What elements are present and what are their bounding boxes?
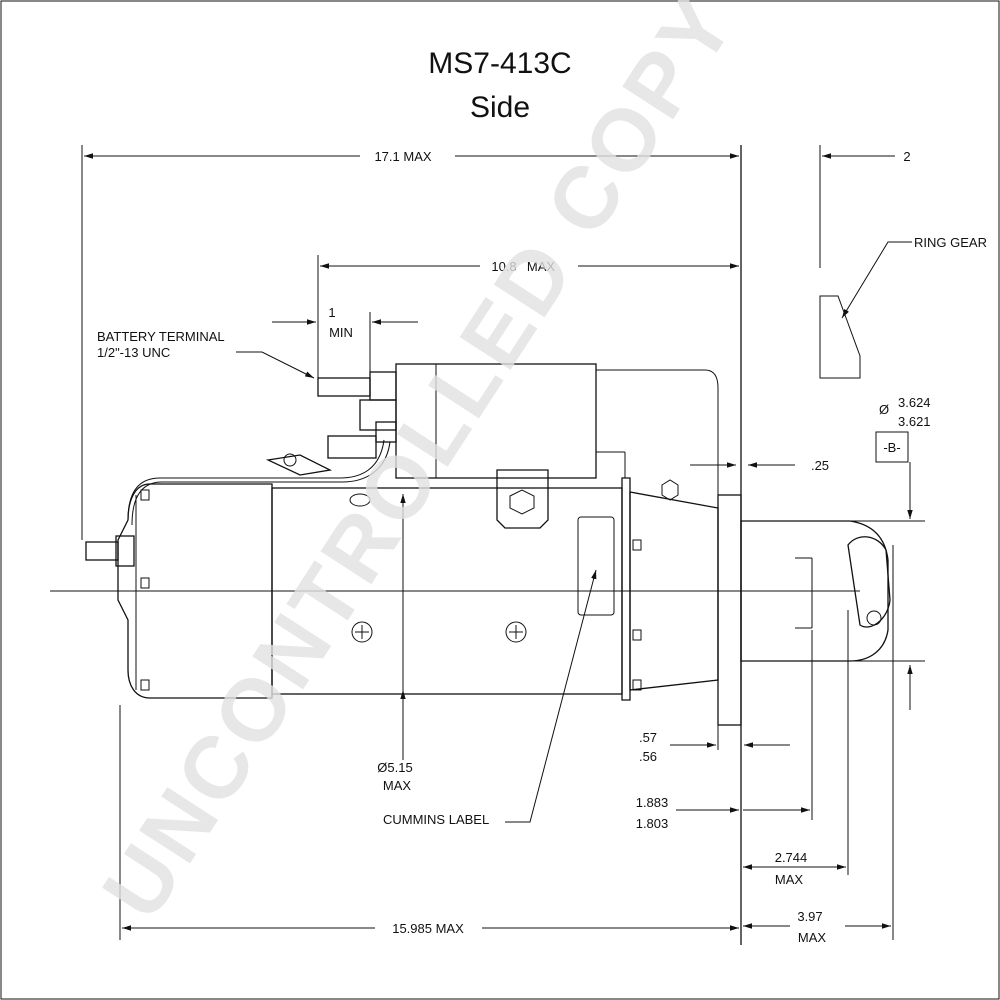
strap-bolt-head: [509, 489, 535, 515]
dim-flange-min: .56: [639, 749, 657, 764]
dim-solenoid-max: MAX: [527, 259, 556, 274]
housing-nut: [661, 479, 679, 501]
shift-lever-cover: [596, 369, 719, 508]
housing-joint: [621, 477, 631, 701]
dim-min-value: 1: [328, 305, 335, 320]
cummins-label-text: CUMMINS LABEL: [383, 812, 489, 827]
dim-pinion-pos-min: 1.803: [636, 816, 669, 831]
dim-pinion-length-max: MAX: [798, 930, 827, 945]
endcap-screw-3: [140, 679, 150, 691]
pilot-dia-max: 3.624: [898, 395, 931, 410]
field-wire-2: [131, 441, 391, 526]
dim-body-length: 15.985 MAX: [392, 921, 464, 936]
ring-gear-section: [819, 295, 861, 379]
ring-gear-leader: [841, 241, 912, 319]
solenoid-lower-terminal: [359, 399, 397, 431]
solenoid-s-terminal: [327, 435, 377, 459]
wire-bracket-bolt: [283, 453, 297, 467]
dim-solenoid-value: 10.8: [491, 259, 516, 274]
dim-body-dia-max: MAX: [383, 778, 412, 793]
pinion-gear: [847, 536, 891, 628]
battery-terminal-thread: 1/2"-13 UNC: [97, 345, 170, 360]
dim-nose-length: 2.744: [775, 850, 808, 865]
cummins-label-leader: [505, 569, 597, 823]
dim-body-dia: Ø5.15: [377, 760, 412, 775]
mounting-flange: [717, 494, 742, 726]
housing-bolt-3: [632, 679, 642, 691]
dim-flange-max: .57: [639, 730, 657, 745]
frame-screw-left: [351, 621, 373, 643]
dim-flange-offset: .25: [811, 458, 829, 473]
housing-bolt-2: [632, 629, 642, 641]
battery-terminal-label: BATTERY TERMINAL: [97, 329, 225, 344]
endcap-screw-1: [140, 489, 150, 501]
housing-bolt-1: [632, 539, 642, 551]
end-cap: [117, 483, 273, 699]
solenoid-strap: [496, 469, 549, 529]
pilot-dia-symbol: Ø: [879, 402, 889, 417]
drawing-title: MS7-413C: [428, 47, 571, 80]
pilot-dia-min: 3.621: [898, 414, 931, 429]
dim-ring-gear-gap: 2: [903, 149, 910, 164]
dim-overall-length: 17.1 MAX: [374, 149, 431, 164]
frame-screw-top: [349, 493, 371, 507]
frame-screw-right: [505, 621, 527, 643]
dim-pinion-length: 3.97: [797, 909, 822, 924]
end-terminal-nut: [115, 535, 135, 567]
pinion-bolt: [866, 610, 882, 626]
pilot-nose: [740, 520, 889, 662]
dim-nose-max: MAX: [775, 872, 804, 887]
drawing-subtitle: Side: [470, 91, 530, 124]
ring-gear-label: RING GEAR: [914, 235, 987, 250]
battery-terminal-leader: [236, 351, 315, 379]
cummins-label-area: [577, 516, 615, 616]
datum-b-frame: [875, 431, 909, 463]
wire-bracket: [265, 454, 333, 476]
solenoid-small-nut: [375, 421, 397, 443]
datum-b-label: -B-: [883, 440, 900, 455]
field-wire: [127, 439, 385, 521]
starter-motor-outline: [85, 363, 891, 726]
solenoid-terminal-nut: [369, 371, 397, 401]
dim-min-label: MIN: [329, 325, 353, 340]
solenoid-battery-stud: [317, 377, 371, 397]
endcap-screw-2: [140, 577, 150, 589]
dim-pinion-pos-max: 1.883: [636, 795, 669, 810]
end-terminal-stud: [85, 541, 119, 561]
